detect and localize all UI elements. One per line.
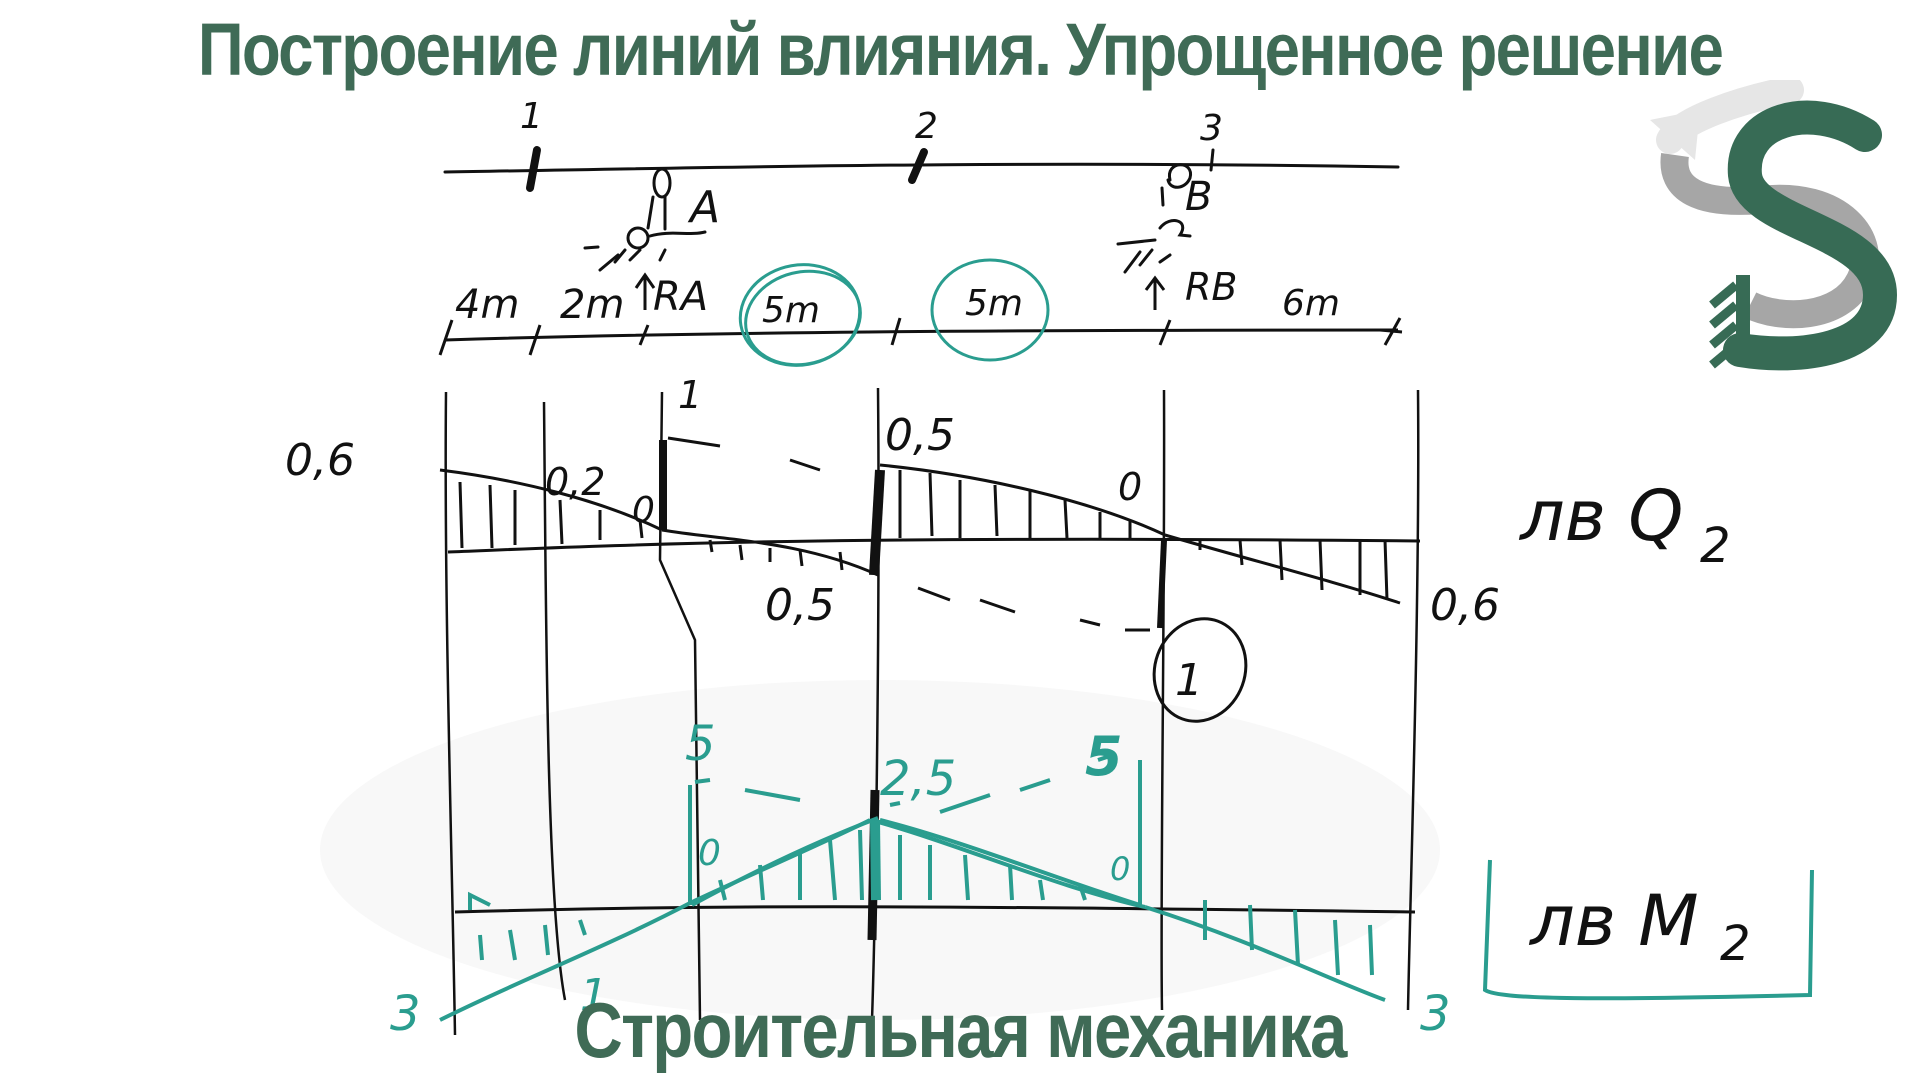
span-label-5m-left: 5m — [762, 290, 820, 331]
m2-right-end-value: 3 — [1420, 986, 1451, 1042]
m2-support-b-zero: 0 — [1110, 850, 1130, 888]
dimension-line — [438, 317, 1403, 356]
q2-section2-bottom-value: 0,5 — [765, 580, 835, 631]
q2-right-end-value: 0,6 — [1430, 580, 1500, 631]
q2-section1-value: 0,2 — [545, 460, 605, 504]
q2-support-b-jump: 1 — [1175, 655, 1203, 706]
support-a-label: A — [687, 182, 720, 233]
q2-support-a-zero: 0 — [632, 490, 655, 531]
q2-caption: лв Q 2 — [1518, 475, 1731, 574]
m2-support-a-dashed-value: 5 — [685, 716, 716, 772]
m2-section1-value: 1 — [580, 970, 608, 1021]
q2-support-a-jump: 1 — [678, 373, 702, 417]
svg-text:2: 2 — [1700, 518, 1731, 574]
svg-text:лв M: лв M — [1528, 880, 1699, 962]
q2-support-b-zero: 0 — [1118, 465, 1142, 509]
influence-line-m2 — [439, 754, 1814, 1022]
svg-text:лв Q: лв Q — [1518, 475, 1683, 557]
beam-scheme — [443, 146, 1400, 274]
span-label-4m: 4m — [455, 282, 519, 328]
section-2-label: 2 — [915, 106, 938, 147]
course-subtitle: Строительная механика — [574, 986, 1347, 1074]
section-3-label: 3 — [1200, 108, 1223, 149]
m2-caption: лв M 2 — [1528, 880, 1751, 972]
span-label-2m: 2m — [560, 282, 624, 328]
influence-line-q2 — [439, 436, 1421, 632]
m2-section2-peak-value: 2,5 — [880, 751, 956, 807]
structural-mechanics-logo-icon — [1650, 80, 1898, 371]
span-label-6m: 6m — [1282, 283, 1340, 324]
q2-section2-top-value: 0,5 — [885, 410, 955, 461]
m2-support-a-zero: 0 — [698, 833, 721, 874]
q2-left-end-value: 0,6 — [285, 435, 355, 486]
svg-text:2: 2 — [1720, 916, 1751, 972]
reaction-a-label: RA — [653, 274, 708, 320]
reaction-b-label: RB — [1185, 265, 1237, 309]
support-b-label: B — [1185, 174, 1212, 220]
m2-left-end-value: 3 — [390, 986, 421, 1042]
span-label-5m-right: 5m — [965, 283, 1023, 324]
section-1-label: 1 — [520, 96, 543, 137]
page-title: Построение линий влияния. Упрощенное реш… — [197, 8, 1724, 91]
m2-support-b-dashed-value: 5 — [1085, 725, 1123, 788]
